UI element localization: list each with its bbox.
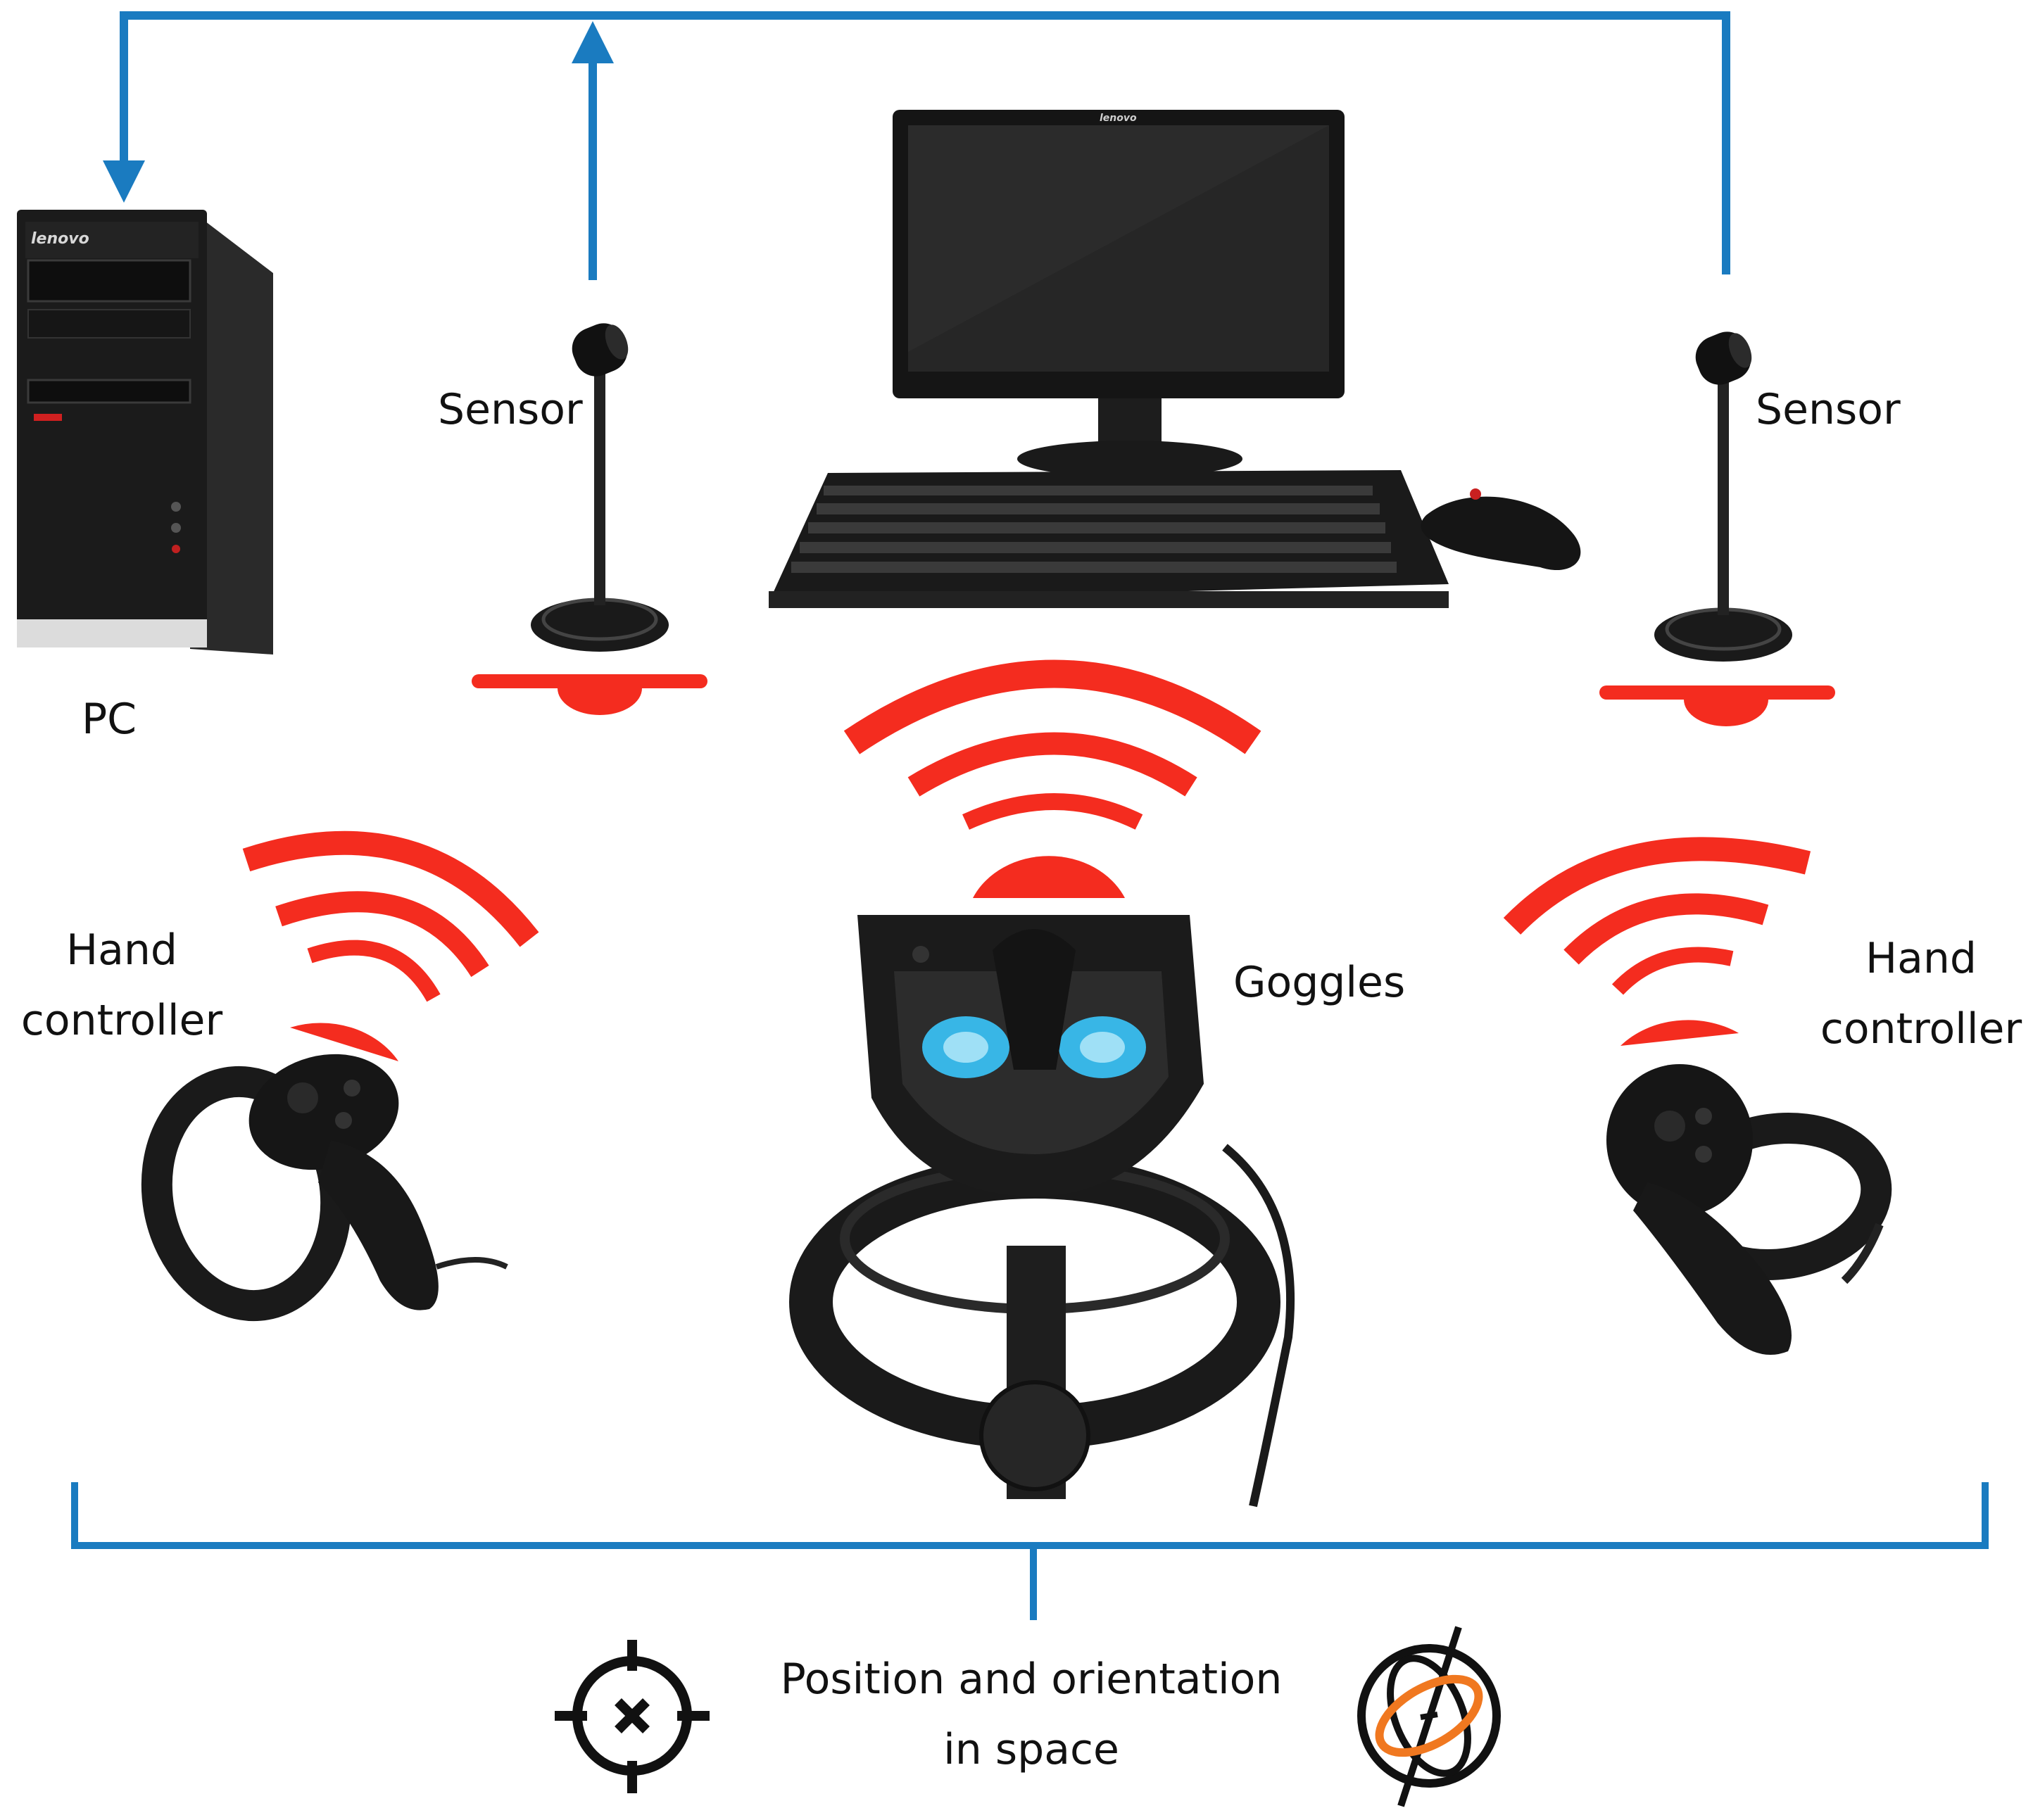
left-hand-controller: [141, 1054, 508, 1322]
sensor-right-signal: [1599, 685, 1835, 726]
top-bus-line: [103, 11, 1730, 274]
gyroscope-icon: [1357, 1626, 1501, 1807]
keyboard: [769, 470, 1449, 608]
position-orientation-caption: Position and orientation in space: [746, 1644, 1316, 1785]
sensor-left-signal: [472, 674, 707, 715]
crosshair-icon: [555, 1640, 710, 1793]
caption-line1: Position and orientation: [780, 1655, 1283, 1704]
monitor-brand-logo: lenovo: [1100, 113, 1137, 124]
vr-goggles: [789, 915, 1295, 1508]
pc-label: PC: [82, 695, 137, 744]
pc-brand-logo: lenovo: [31, 230, 89, 248]
mouse: [1421, 488, 1581, 571]
goggles-label: Goggles: [1233, 958, 1406, 1007]
connection-lines: [103, 11, 1730, 280]
sensor-left-label: Sensor: [438, 385, 583, 434]
sensor-right: [1654, 331, 1792, 662]
right-controller-signal: [1503, 837, 1811, 1046]
hand-controller-left-line1: Hand: [66, 925, 177, 975]
monitor: lenovo: [893, 110, 1345, 477]
bottom-bracket: [71, 1482, 1989, 1620]
hand-controller-right-label: Hand controller: [1819, 923, 2023, 1064]
right-hand-controller: [1606, 1064, 1892, 1355]
sensor-right-label: Sensor: [1756, 385, 1901, 434]
hand-controller-left-label: Hand controller: [20, 915, 224, 1056]
sensor-left: [531, 323, 669, 652]
hand-controller-left-line2: controller: [20, 996, 223, 1045]
goggles-signal: [843, 659, 1261, 898]
left-controller-signal: [242, 830, 539, 1061]
hand-controller-right-line2: controller: [1820, 1004, 2022, 1054]
pc-tower: lenovo: [17, 210, 273, 655]
caption-line2: in space: [943, 1725, 1119, 1774]
hand-controller-right-line1: Hand: [1865, 934, 1977, 983]
